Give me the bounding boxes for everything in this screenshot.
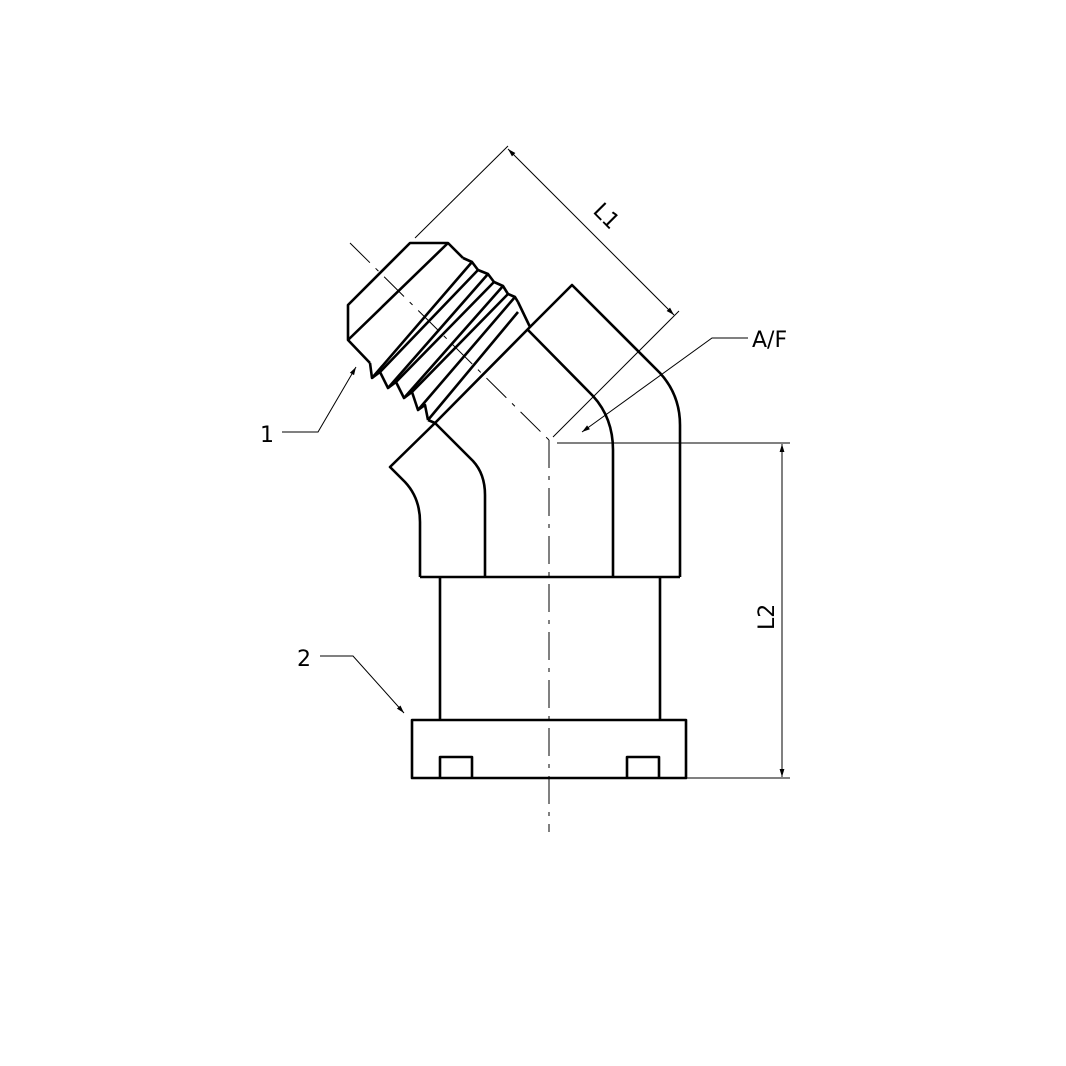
dim-l1-label: L1 xyxy=(588,199,624,235)
dimension-af: A/F xyxy=(581,328,787,433)
dimension-l1: L1 xyxy=(414,145,680,438)
dimension-l2: L2 xyxy=(557,442,790,779)
elbow-body xyxy=(388,283,682,579)
dim-l2-label: L2 xyxy=(755,604,780,630)
swivel-nut xyxy=(410,577,688,780)
callout-2-label: 2 xyxy=(297,647,311,672)
thread xyxy=(368,256,520,421)
flare-nose xyxy=(346,241,464,364)
dim-af-label: A/F xyxy=(752,328,787,353)
callout-1: 1 xyxy=(260,366,357,448)
callout-1-label: 1 xyxy=(260,423,274,448)
callout-2: 2 xyxy=(297,647,405,714)
